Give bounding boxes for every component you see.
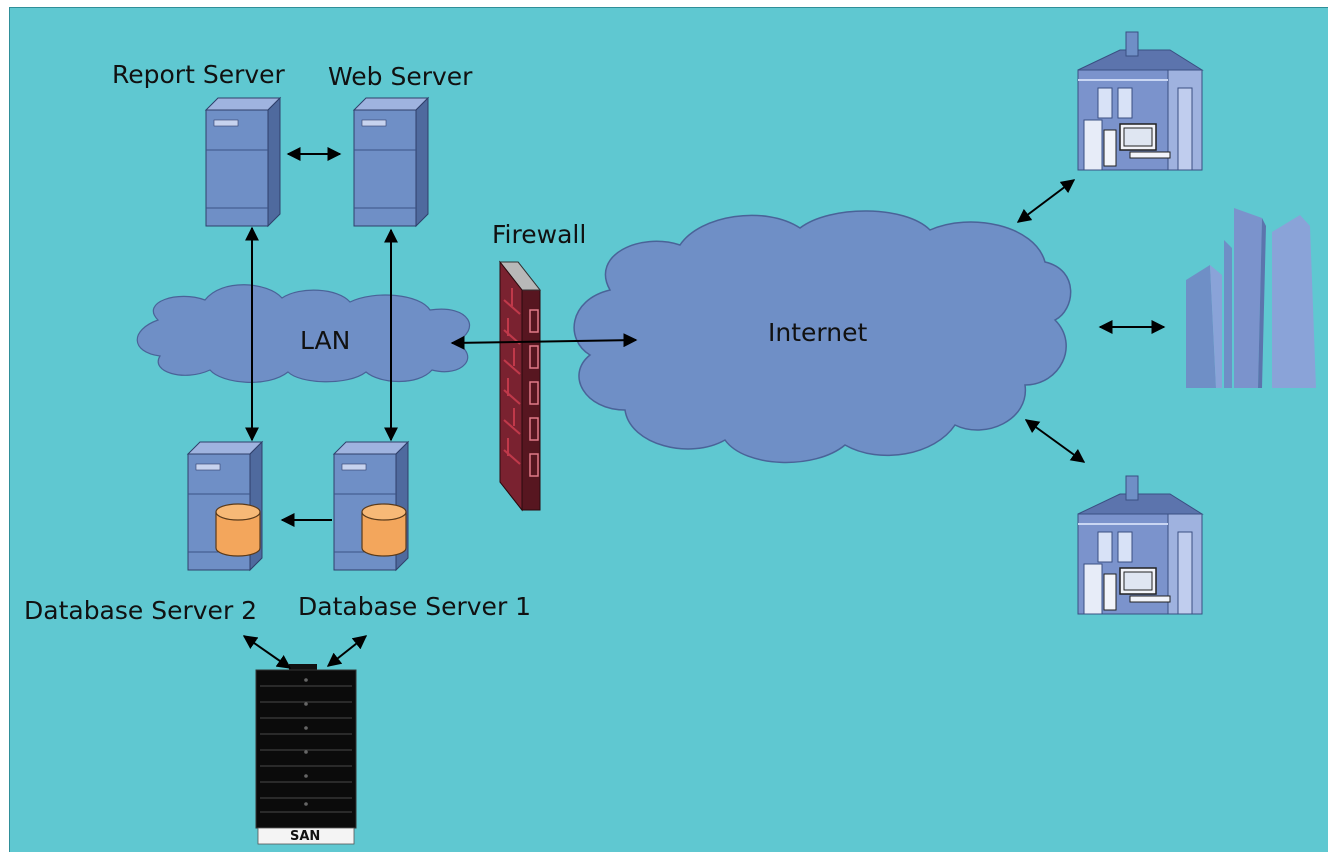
database-icon bbox=[215, 503, 261, 557]
db1-san-link bbox=[326, 635, 368, 667]
office-buildings-icon bbox=[1186, 208, 1316, 388]
web-server-icon bbox=[353, 97, 429, 227]
remote-office-house-bottom-icon bbox=[1077, 475, 1203, 615]
internet-cloud-icon bbox=[573, 210, 1072, 464]
remote-office-house-top-icon bbox=[1077, 31, 1203, 171]
internet-house-top-link bbox=[1016, 179, 1076, 223]
database-server-2-icon bbox=[187, 441, 263, 571]
lan-internet-link bbox=[450, 333, 638, 350]
report-server-label: Report Server bbox=[112, 60, 285, 89]
lan-label: LAN bbox=[300, 326, 351, 355]
database-server-1-label: Database Server 1 bbox=[298, 592, 532, 621]
san-storage-rack-icon bbox=[255, 664, 357, 845]
database-server-2-label: Database Server 2 bbox=[24, 596, 258, 625]
web-server-label: Web Server bbox=[328, 62, 473, 91]
report-server-icon bbox=[205, 97, 281, 227]
db2-san-link bbox=[242, 635, 292, 669]
firewall-label: Firewall bbox=[492, 220, 587, 249]
database-icon bbox=[361, 503, 407, 557]
database-server-1-icon bbox=[333, 441, 409, 571]
internet-house-bottom-link bbox=[1024, 419, 1086, 463]
firewall-icon bbox=[498, 260, 542, 512]
internet-label: Internet bbox=[768, 318, 868, 347]
san-label: SAN bbox=[290, 829, 321, 844]
